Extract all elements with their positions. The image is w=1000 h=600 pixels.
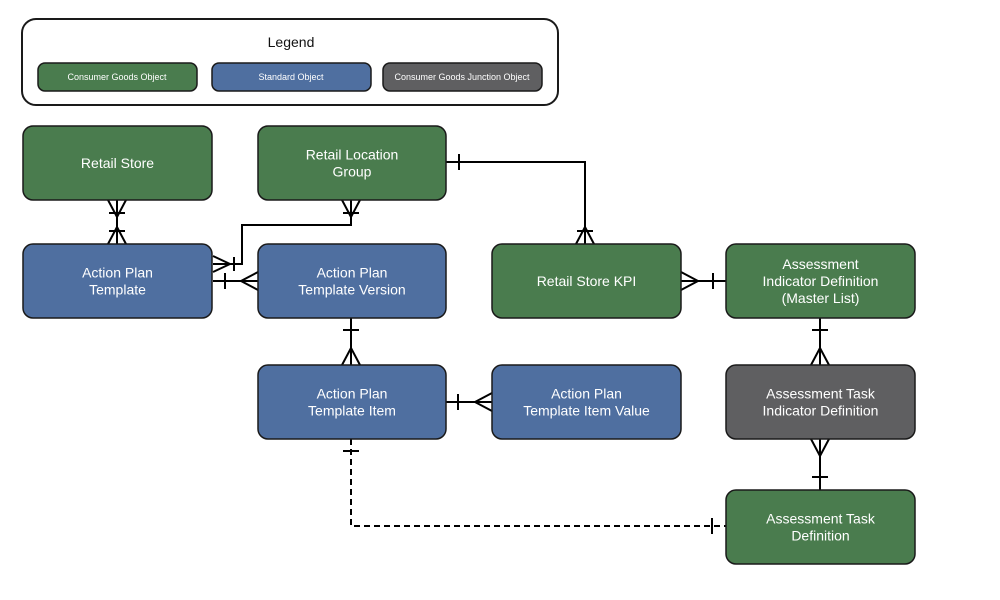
entity-label-assessment-task-indicator-definition-line-1: Assessment Task bbox=[766, 386, 876, 402]
legend-label-standard: Standard Object bbox=[258, 72, 324, 82]
entity-box-retail-location-group bbox=[257, 125, 447, 201]
legend-swatch-junction bbox=[382, 62, 543, 92]
entity-label-action-plan-template-line-2: Template bbox=[89, 282, 146, 298]
entity-label-assessment-indicator-definition-line-2: Indicator Definition bbox=[763, 273, 879, 289]
entity-label-retail-location-group-line-2: Group bbox=[333, 164, 372, 180]
entity-label-assessment-indicator-definition-line-3: (Master List) bbox=[782, 290, 860, 306]
entity-label-retail-store-line-1: Retail Store bbox=[81, 155, 154, 171]
entity-label-assessment-task-definition-line-1: Assessment Task bbox=[766, 511, 876, 527]
legend-label-junction: Consumer Goods Junction Object bbox=[394, 72, 530, 82]
relationship-version-to-template-item bbox=[341, 318, 361, 366]
legend-item-consumer-goods-object: Consumer Goods Object bbox=[37, 62, 198, 92]
entity-label-retail-location-group-line-1: Retail Location bbox=[306, 147, 399, 163]
relationship-indicator-definition-to-task-indicator-definition bbox=[810, 318, 830, 366]
entity-label-action-plan-template-item-line-1: Action Plan bbox=[317, 386, 388, 402]
relationship-retail-location-group-to-action-plan-template bbox=[212, 199, 361, 273]
relationship-retail-location-group-to-retail-store-kpi bbox=[446, 154, 595, 245]
entity-label-action-plan-template-version-line-2: Template Version bbox=[298, 282, 405, 298]
entity-label-action-plan-template-item-value-line-2: Template Item Value bbox=[523, 403, 650, 419]
relationship-template-item-to-item-value bbox=[446, 392, 493, 412]
entity-box-action-plan-template-item bbox=[257, 364, 447, 440]
legend-frame bbox=[21, 18, 559, 106]
entity-box-assessment-task-definition bbox=[725, 489, 916, 565]
entity-label-assessment-task-definition-line-2: Definition bbox=[791, 528, 849, 544]
entity-box-assessment-task-indicator-definition bbox=[725, 364, 916, 440]
legend-label-consumer: Consumer Goods Object bbox=[67, 72, 167, 82]
entity-box-action-plan-template bbox=[22, 243, 213, 319]
entity-box-action-plan-template-item-value bbox=[491, 364, 682, 440]
legend-swatch-consumer bbox=[37, 62, 198, 92]
entity-label-action-plan-template-version-line-1: Action Plan bbox=[317, 265, 388, 281]
legend-swatch-standard bbox=[211, 62, 372, 92]
entity-box-assessment-indicator-definition bbox=[725, 243, 916, 319]
entity-box-action-plan-template-version bbox=[257, 243, 447, 319]
entity-label-action-plan-template-item-value-line-1: Action Plan bbox=[551, 386, 622, 402]
entity-label-assessment-indicator-definition-line-1: Assessment bbox=[782, 256, 858, 272]
relationship-template-item-to-assessment-task-definition bbox=[343, 439, 726, 534]
entity-label-action-plan-template-line-1: Action Plan bbox=[82, 265, 153, 281]
relationship-task-indicator-definition-to-task-definition bbox=[810, 438, 830, 490]
legend: Legend Consumer Goods Object Standard Ob… bbox=[21, 18, 559, 106]
relationships bbox=[107, 154, 830, 534]
relationship-action-plan-template-to-version bbox=[213, 271, 259, 291]
entity-retail-store-kpi: Retail Store KPI bbox=[491, 243, 682, 319]
entity-label-assessment-task-indicator-definition-line-2: Indicator Definition bbox=[763, 403, 879, 419]
entity-label-retail-store-kpi-line-1: Retail Store KPI bbox=[537, 273, 637, 289]
entity-retail-store: Retail Store bbox=[22, 125, 213, 201]
relationship-retail-store-to-action-plan-template bbox=[107, 199, 127, 245]
entity-box-retail-store-kpi bbox=[491, 243, 682, 319]
entity-box-retail-store bbox=[22, 125, 213, 201]
relationship-retail-store-kpi-to-assessment-indicator-definition bbox=[680, 271, 726, 291]
legend-item-junction-object: Consumer Goods Junction Object bbox=[382, 62, 543, 92]
entity-label-action-plan-template-item-line-2: Template Item bbox=[308, 403, 396, 419]
legend-title: Legend bbox=[268, 34, 315, 50]
legend-item-standard-object: Standard Object bbox=[211, 62, 372, 92]
